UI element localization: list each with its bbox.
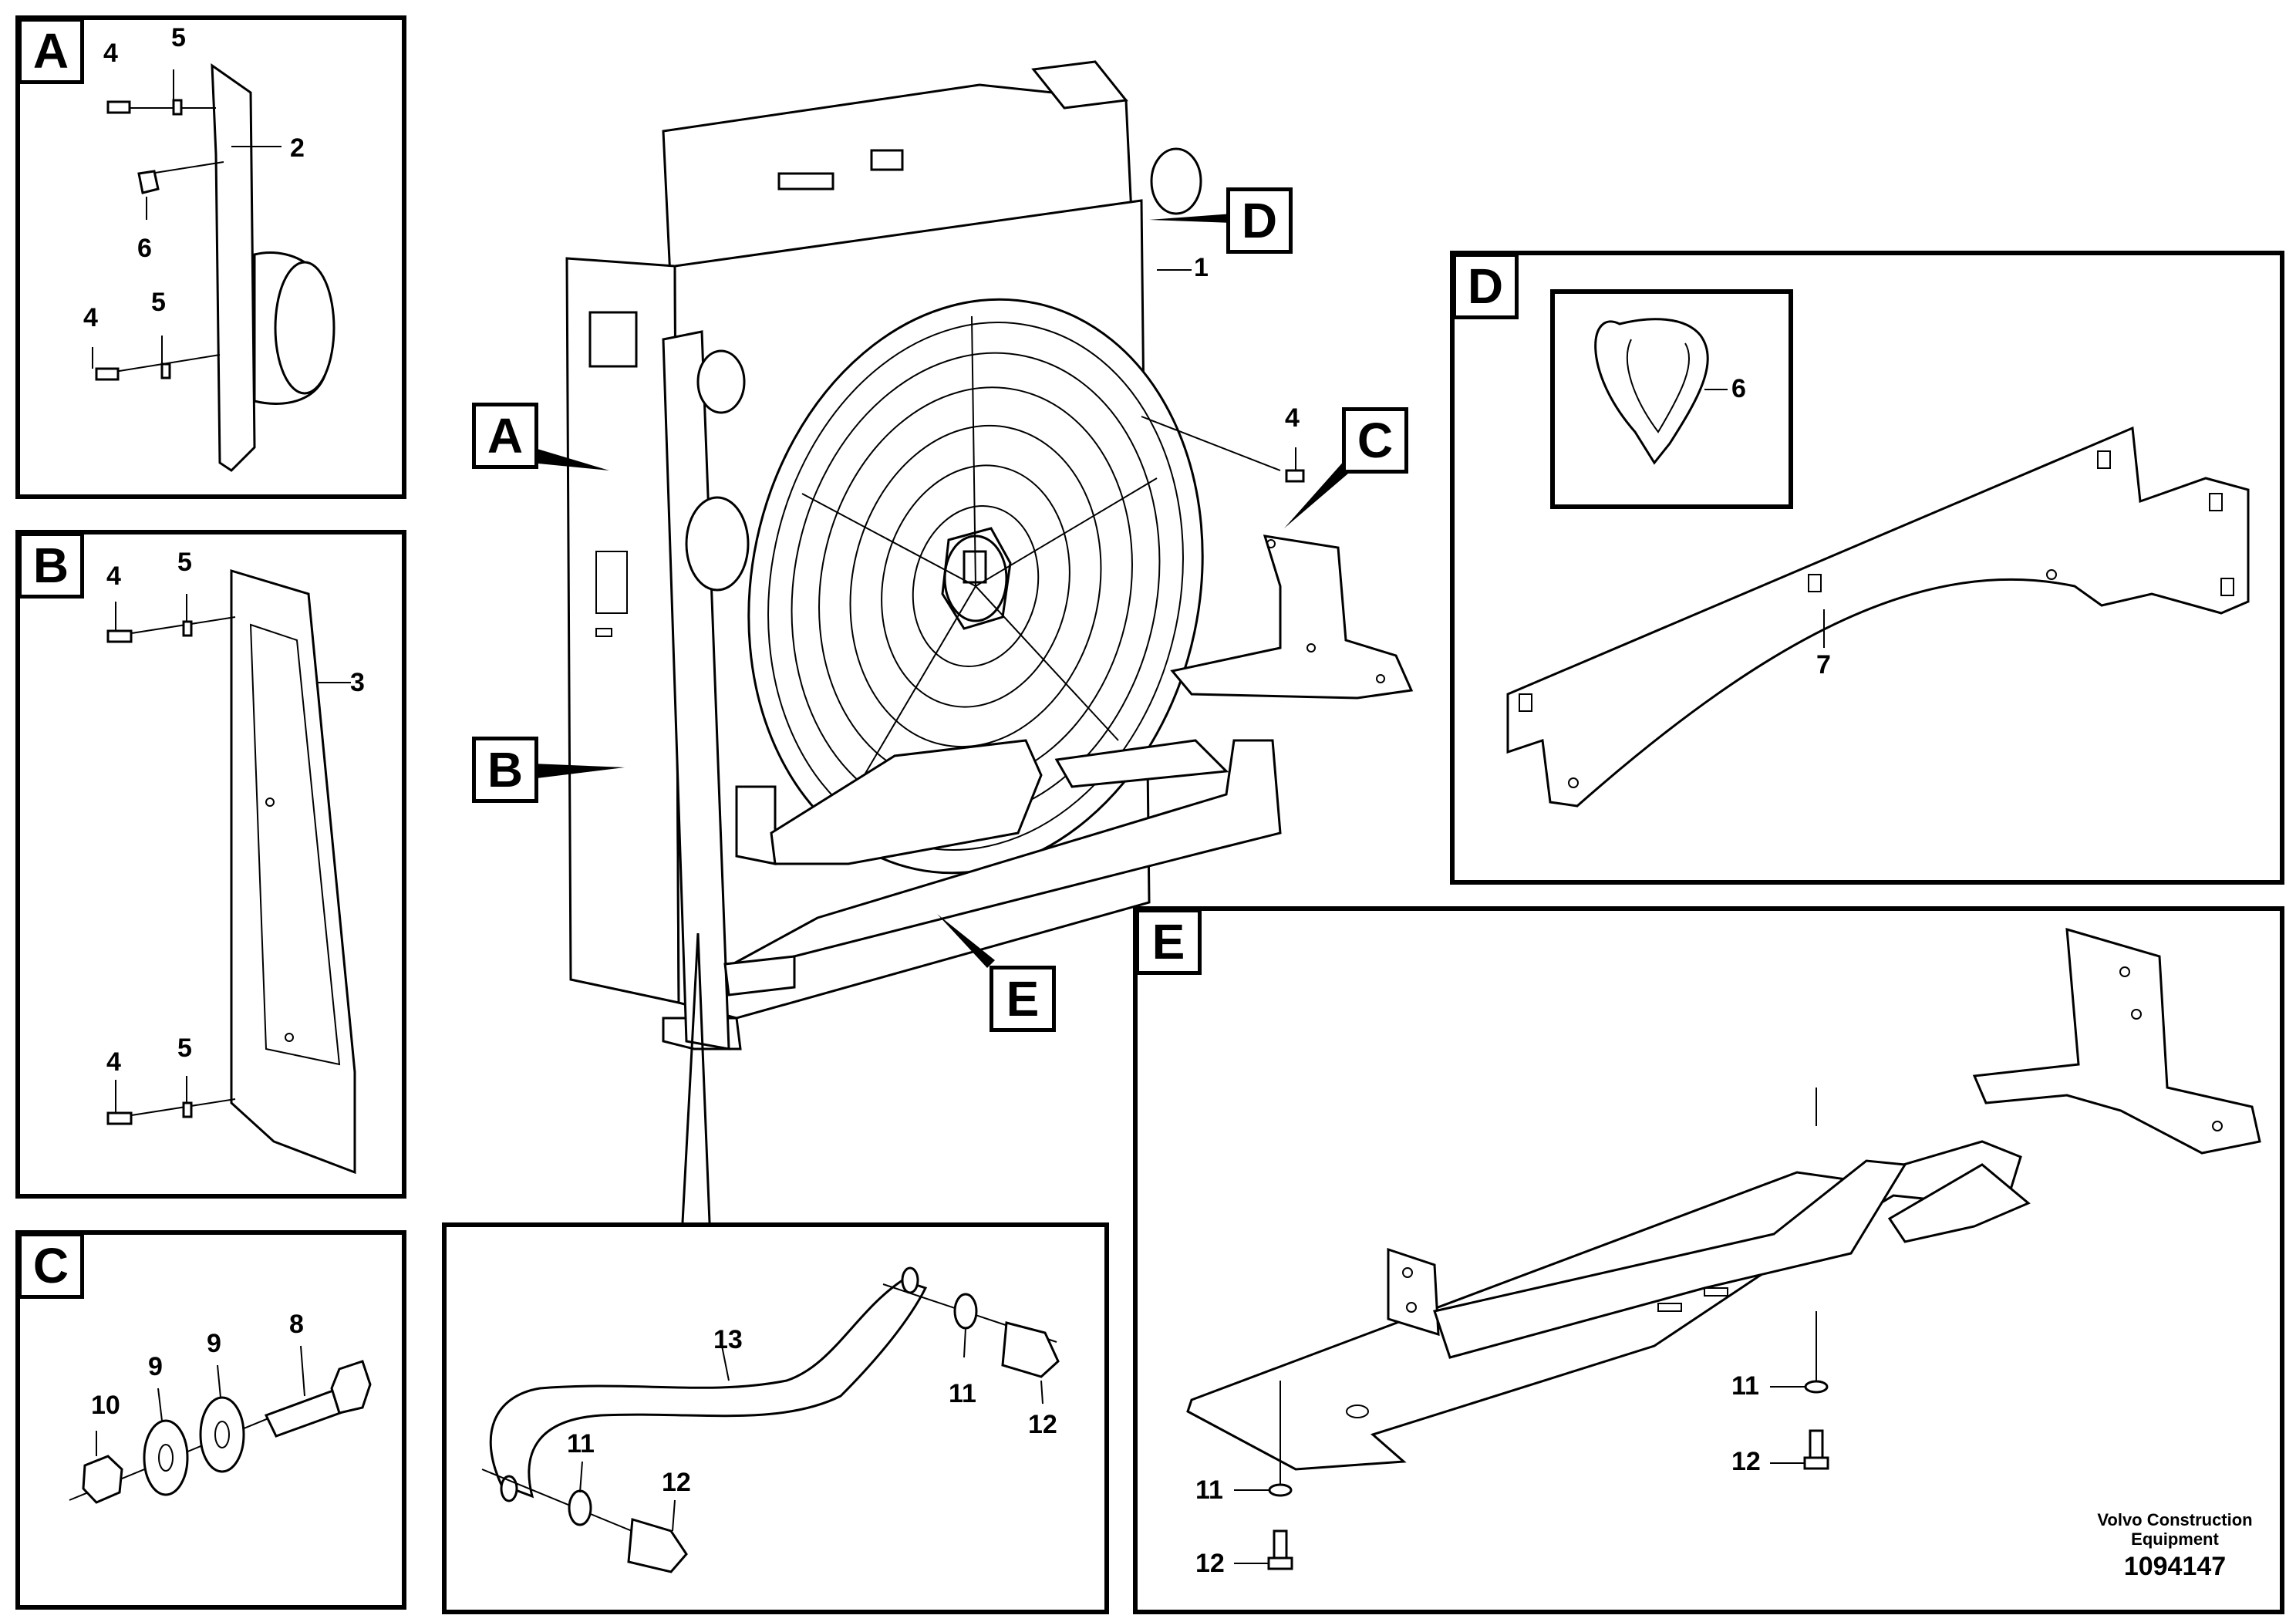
callout-e-11-right: 11 xyxy=(1731,1371,1759,1401)
main-tag-c: C xyxy=(1342,407,1408,474)
callout-b-5-bot: 5 xyxy=(177,1034,192,1063)
brand-line-2: Equipment xyxy=(2131,1529,2219,1549)
callout-e-12-left: 12 xyxy=(1195,1549,1225,1578)
panel-b xyxy=(15,530,406,1199)
callout-sub-12-left: 12 xyxy=(662,1468,691,1497)
brand-line-1: Volvo Construction xyxy=(2097,1510,2253,1529)
panel-d-tag: D xyxy=(1452,253,1519,319)
callout-sub-11-right: 11 xyxy=(949,1379,976,1408)
callout-c-9-left: 9 xyxy=(148,1352,163,1381)
panel-d-clip-inset xyxy=(1550,289,1793,509)
drawing-number: 1094147 xyxy=(2123,1552,2227,1581)
callout-e-11-left: 11 xyxy=(1195,1475,1223,1505)
panel-c-tag: C xyxy=(18,1233,84,1299)
callout-main-4: 4 xyxy=(1285,403,1300,433)
panel-d xyxy=(1450,251,2284,885)
callout-c-9-right: 9 xyxy=(207,1329,221,1358)
main-tag-b: B xyxy=(472,737,538,803)
main-tag-e: E xyxy=(990,966,1056,1032)
panel-a-tag: A xyxy=(18,18,84,84)
callout-a-6: 6 xyxy=(137,234,152,263)
callout-d-6: 6 xyxy=(1731,374,1746,403)
callout-a-5-top: 5 xyxy=(171,23,186,52)
panel-sub-strap xyxy=(442,1222,1109,1614)
panel-e-tag: E xyxy=(1135,909,1202,975)
main-tag-a: A xyxy=(472,403,538,469)
panel-d-drawing xyxy=(1506,318,2250,808)
main-assembly-drawing xyxy=(565,60,1414,1223)
callout-a-4-bot: 4 xyxy=(83,303,98,332)
callout-a-5-bot: 5 xyxy=(151,288,166,317)
main-tag-arrows xyxy=(531,212,1354,968)
panel-e-drawing xyxy=(1186,927,2261,1570)
panel-c-drawing xyxy=(69,1345,372,1504)
callout-b-5-top: 5 xyxy=(177,548,192,577)
callout-a-2: 2 xyxy=(290,133,305,163)
panel-a-drawing xyxy=(92,63,335,472)
panel-b-tag: B xyxy=(18,532,84,599)
sub-panel-drawing xyxy=(481,1266,1060,1573)
callout-main-1: 1 xyxy=(1194,253,1209,282)
panel-e xyxy=(1133,906,2284,1614)
callout-b-3: 3 xyxy=(350,668,365,697)
callout-a-4-top: 4 xyxy=(103,39,118,68)
callout-d-7: 7 xyxy=(1816,650,1831,679)
callout-c-10: 10 xyxy=(91,1391,120,1420)
callout-c-8: 8 xyxy=(289,1310,304,1339)
callout-sub-11-left: 11 xyxy=(567,1429,595,1458)
callout-e-12-right: 12 xyxy=(1731,1447,1761,1476)
callout-sub-13: 13 xyxy=(713,1325,743,1354)
main-tag-d: D xyxy=(1226,187,1293,254)
callout-b-4-top: 4 xyxy=(106,561,121,591)
panel-a xyxy=(15,15,406,499)
panel-b-drawing xyxy=(106,568,356,1175)
callout-b-4-bot: 4 xyxy=(106,1047,121,1077)
panel-c xyxy=(15,1230,406,1610)
callout-sub-12-right: 12 xyxy=(1028,1410,1057,1439)
